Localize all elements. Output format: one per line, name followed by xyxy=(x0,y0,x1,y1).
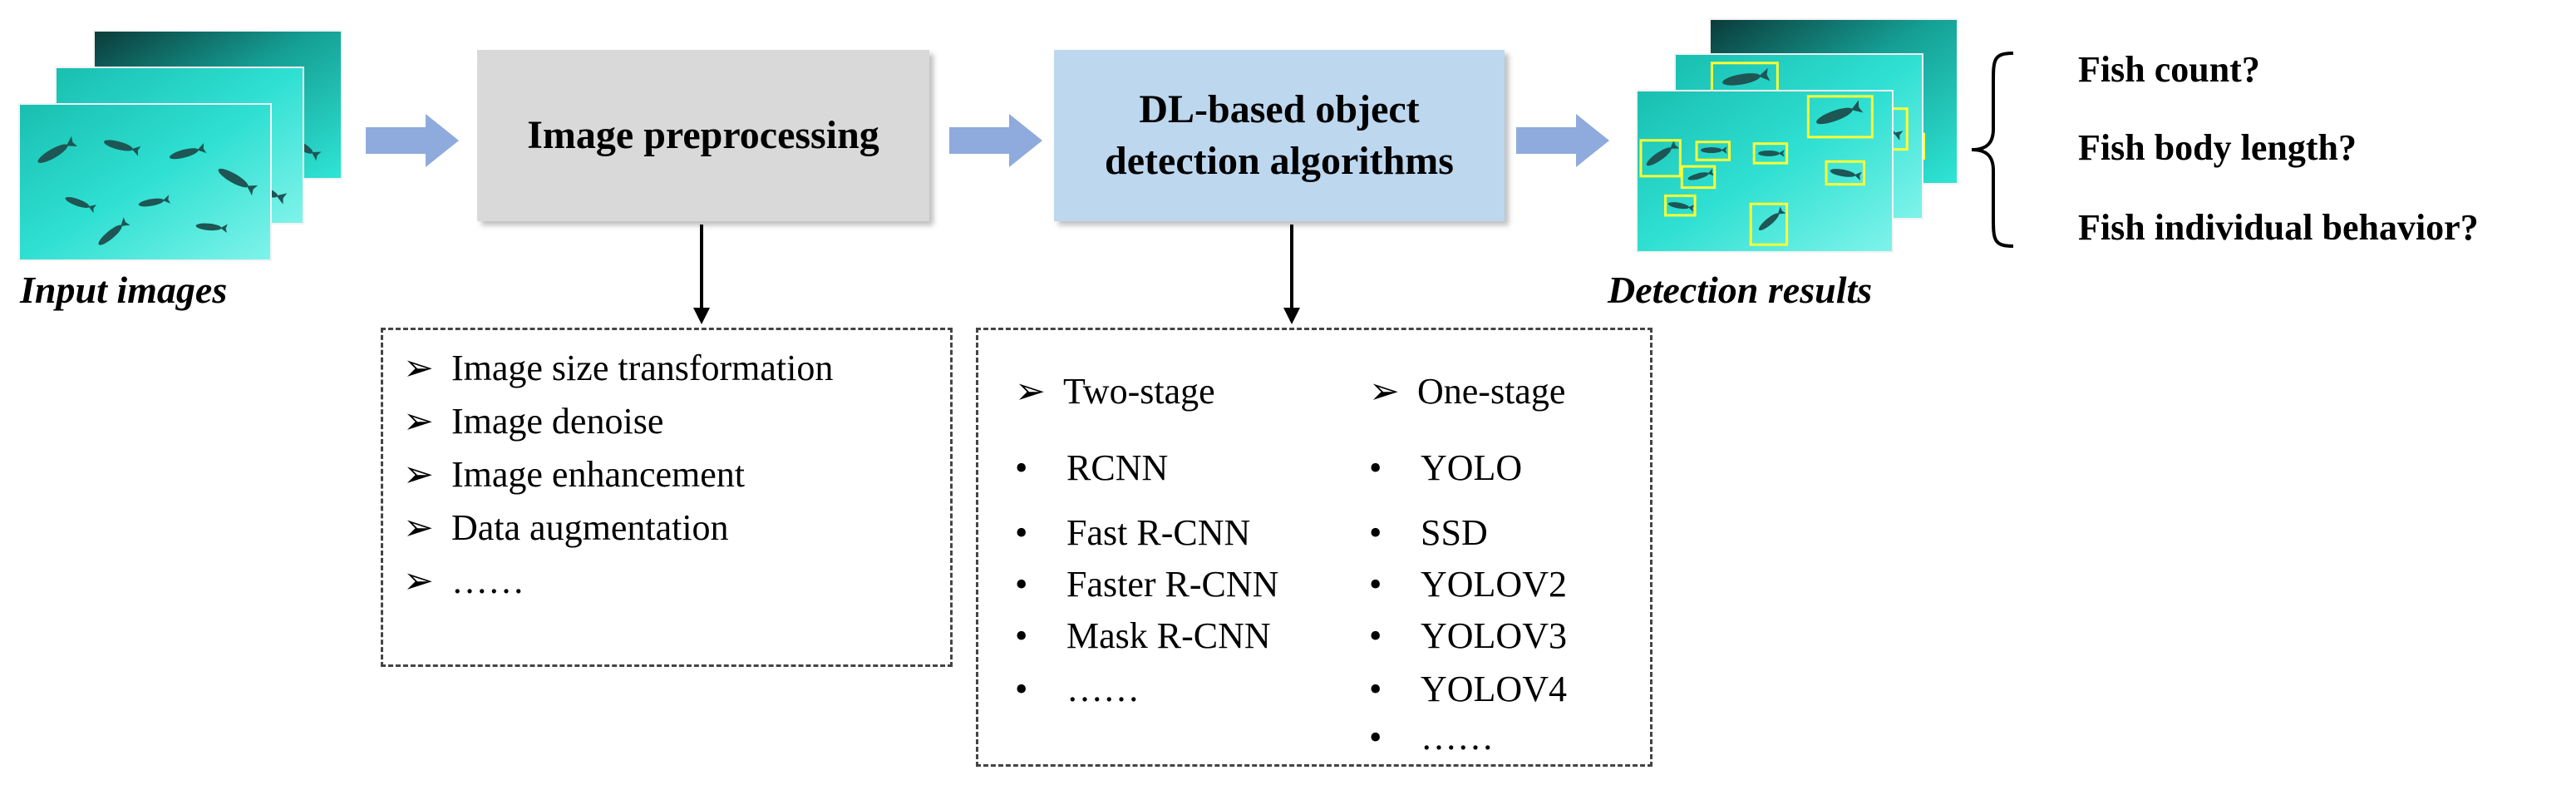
dl-detection-title-line2: detection algorithms xyxy=(1105,139,1454,183)
dl-detection-box: DL-based object detection algorithms xyxy=(1054,50,1505,221)
flow-arrow-3 xyxy=(1516,114,1609,167)
detection-list-box: ➢Two-stage •RCNN •Fast R-CNN •Faster R-C… xyxy=(976,328,1652,767)
list-item: ➢…… xyxy=(403,560,525,601)
list-item: •…… xyxy=(1015,669,1140,709)
list-item: ➢Image denoise xyxy=(403,401,664,442)
image-preprocessing-box: Image preprocessing xyxy=(477,50,929,221)
down-arrow-detection xyxy=(1283,225,1300,324)
list-item: •YOLO xyxy=(1369,447,1523,488)
list-item: ➢Image enhancement xyxy=(403,454,746,495)
list-item: •Mask R-CNN xyxy=(1015,615,1271,656)
list-item: •RCNN xyxy=(1015,447,1169,488)
down-arrow-preprocessing xyxy=(693,225,710,324)
fish-image-front xyxy=(18,103,272,261)
flow-arrow-1 xyxy=(366,114,459,167)
list-item: •Fast R-CNN xyxy=(1015,512,1251,553)
detection-results-caption: Detection results xyxy=(1608,269,1873,311)
list-item: •YOLOV3 xyxy=(1369,615,1567,656)
one-stage-header: ➢One-stage xyxy=(1369,371,1566,412)
result-image-front xyxy=(1636,90,1894,253)
list-item: •YOLOV4 xyxy=(1369,669,1567,709)
input-images-caption: Input images xyxy=(20,269,228,311)
question-fish-behavior: Fish individual behavior? xyxy=(2078,207,2479,248)
question-fish-body-length: Fish body length? xyxy=(2078,127,2357,168)
image-preprocessing-title: Image preprocessing xyxy=(527,113,879,157)
list-item: •YOLOV2 xyxy=(1369,564,1567,605)
dl-detection-title-line1: DL-based object xyxy=(1139,87,1420,131)
list-item: •…… xyxy=(1369,717,1494,758)
list-item: ➢Data augmentation xyxy=(403,507,729,548)
preprocessing-list-box: ➢Image size transformation ➢Image denois… xyxy=(381,328,953,667)
list-item: •Faster R-CNN xyxy=(1015,564,1279,605)
question-fish-count: Fish count? xyxy=(2078,49,2260,90)
list-item: •SSD xyxy=(1369,512,1488,553)
list-item: ➢Image size transformation xyxy=(403,348,834,388)
curly-brace xyxy=(1971,52,2014,248)
flow-arrow-2 xyxy=(949,114,1042,167)
two-stage-header: ➢Two-stage xyxy=(1015,371,1215,412)
